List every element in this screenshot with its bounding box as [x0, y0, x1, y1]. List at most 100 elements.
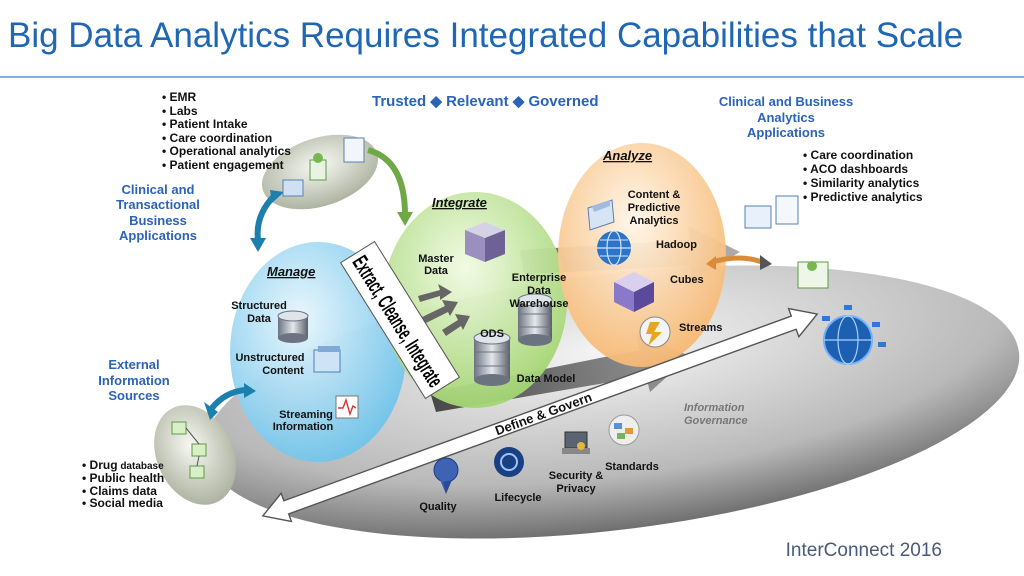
manage-items: Structured Data Unstructured Content Str…: [231, 300, 333, 433]
external-bullets: • Drug database • Public health • Claims…: [82, 458, 164, 510]
quality-ribbon-icon: [433, 457, 459, 494]
external-to-manage-arrow: [209, 387, 246, 410]
arrowhead-analyze: [706, 256, 716, 270]
label-line: Business: [129, 213, 187, 228]
arrowhead-external: [204, 402, 218, 420]
business-label: Clinical and Business Analytics Applicat…: [719, 94, 853, 140]
unstructured-content-icon: [313, 346, 341, 373]
label-line: Transactional: [116, 197, 200, 212]
list-item: • Social media: [82, 496, 163, 510]
lifecycle-icon: [494, 447, 524, 477]
label-line: Information: [98, 373, 170, 388]
arrowhead-up: [270, 190, 284, 203]
list-item: • Care coordination: [803, 148, 913, 162]
business-bullets: • Care coordination • ACO dashboards • S…: [803, 148, 923, 204]
transactional-app-icons: [282, 137, 365, 197]
globe-logo-icon: [822, 305, 886, 365]
label-line: External: [108, 357, 159, 372]
tagline-governed: Governed: [528, 93, 598, 110]
define-govern-arrow: [261, 307, 819, 523]
data-warehouse-icon: [517, 293, 553, 346]
list-item: • Claims data: [82, 484, 157, 498]
lifecycle-label: Lifecycle: [494, 492, 541, 504]
edw-label: Enterprise: [512, 272, 566, 284]
governance-items: Quality Lifecycle Security & Privacy Sta…: [419, 461, 659, 513]
transactional-label: Clinical and Transactional Business Appl…: [116, 182, 200, 243]
business-app-icons: [744, 195, 829, 289]
edw-label: Warehouse: [510, 298, 569, 310]
list-item: • Operational analytics: [162, 144, 291, 158]
streaming-information-icon: [335, 395, 359, 419]
standards-label: Standards: [605, 461, 659, 473]
list-item: • Predictive analytics: [803, 190, 923, 204]
manage-title: Manage: [267, 264, 315, 279]
quality-label: Quality: [419, 501, 457, 513]
title-divider: [0, 76, 1024, 78]
cubes-icon: [614, 272, 654, 312]
arrowhead-business: [760, 255, 772, 270]
hadoop-label: Hadoop: [656, 239, 697, 251]
tagline: Trusted ◆ Relevant ◆ Governed: [372, 93, 599, 110]
master-data-cube-icon: [465, 222, 505, 262]
streaming-information-label: Streaming: [279, 409, 333, 421]
bullet-bold: Claims data: [90, 484, 158, 498]
unstructured-content-label: Content: [262, 365, 304, 377]
label-line: Applications: [119, 228, 197, 243]
list-item: • Patient engagement: [162, 158, 284, 172]
bullet-bold: Public health: [90, 471, 165, 485]
integration-arrows: [418, 284, 470, 336]
hadoop-globe-icon: [597, 230, 631, 266]
unstructured-content-label: Unstructured: [235, 352, 304, 364]
tagline-trusted: Trusted: [372, 93, 426, 110]
list-item: • ACO dashboards: [803, 162, 908, 176]
edw-label: Data: [527, 285, 552, 297]
label-line: Clinical and Business: [719, 94, 853, 109]
analyze-zone: [558, 143, 726, 367]
external-sources-flow-icon: [171, 421, 207, 479]
structured-data-label: Structured: [231, 300, 287, 312]
structured-data-label: Data: [247, 313, 272, 325]
transactional-to-integrate-arrow: [367, 147, 408, 216]
list-item: • Public health: [82, 471, 164, 485]
list-item: • Similarity analytics: [803, 176, 920, 190]
transactional-bullets: • EMR • Labs • Patient Intake • Care coo…: [162, 90, 291, 172]
streaming-information-label: Information: [273, 421, 334, 433]
master-data-label: Data: [424, 265, 449, 277]
integrate-title: Integrate: [432, 195, 487, 210]
arrowhead-manage: [244, 383, 256, 398]
data-model-label: Data Model: [517, 373, 576, 385]
list-item: • EMR: [162, 90, 197, 104]
bullet-bold: Drug: [90, 458, 118, 472]
label-line: Analytics: [757, 110, 815, 125]
security-computer-icon: [562, 431, 590, 454]
list-item: • Care coordination: [162, 131, 272, 145]
bullet-rest: database: [118, 461, 165, 472]
standards-icon: [608, 414, 640, 446]
content-analytics-label: Content &: [628, 189, 681, 201]
arrowhead-green: [397, 212, 413, 226]
security-label: Security &: [549, 470, 603, 482]
master-data-label: Master: [418, 253, 454, 265]
content-analytics-label: Predictive: [628, 202, 681, 214]
label-line: Clinical and: [122, 182, 195, 197]
integrate-items: Master Data Enterprise Data Warehouse OD…: [418, 253, 575, 385]
cubes-label: Cubes: [670, 274, 704, 286]
list-item: • Patient Intake: [162, 117, 248, 131]
label-line: Governance: [684, 415, 748, 427]
information-governance-label: Information Governance: [684, 402, 748, 427]
label-line: Applications: [747, 125, 825, 140]
footer-brand: InterConnect 2016: [785, 540, 942, 561]
bullet-bold: Social media: [90, 496, 164, 510]
diamond-icon: ◆: [429, 93, 446, 110]
analyze-title: Analyze: [602, 148, 652, 163]
streams-icon: [639, 316, 671, 348]
security-label: Privacy: [556, 483, 596, 495]
page-title: Big Data Analytics Requires Integrated C…: [8, 16, 964, 55]
arrowhead-down: [250, 238, 266, 252]
list-item: • Labs: [162, 104, 198, 118]
ods-label: ODS: [480, 328, 504, 340]
analyze-items: Content & Predictive Analytics Hadoop Cu…: [628, 189, 723, 334]
diamond-icon: ◆: [512, 93, 529, 110]
streams-label: Streams: [679, 322, 722, 334]
